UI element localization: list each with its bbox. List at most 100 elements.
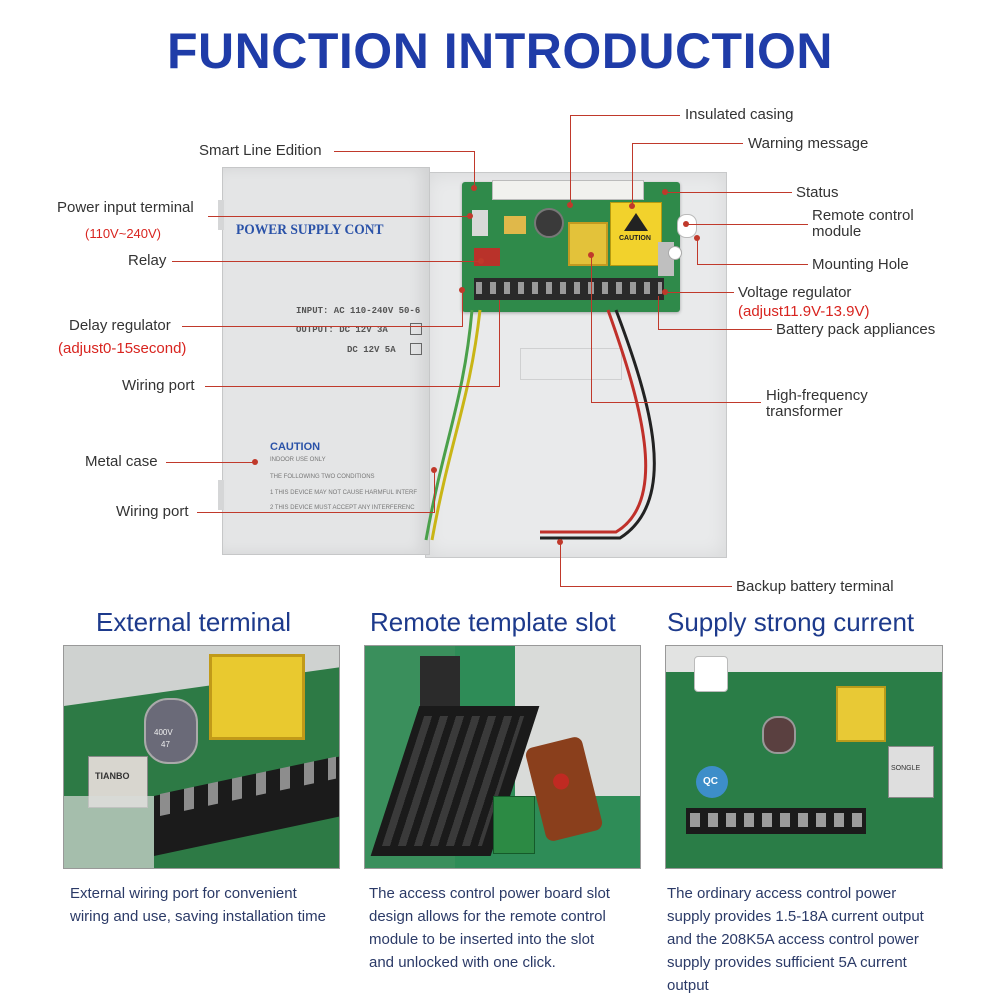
caution-title: CAUTION — [270, 441, 321, 453]
leader-dot — [252, 459, 258, 465]
small-transformer — [504, 216, 526, 234]
label-mounting-hole: Mounting Hole — [812, 256, 909, 273]
pcb-warning-text: CAUTION — [619, 235, 651, 242]
caution-line: 2 THIS DEVICE MUST ACCEPT ANY INTERFEREN… — [270, 505, 415, 511]
remote-button — [551, 771, 571, 792]
desc-line: wiring and use, saving installation time — [70, 908, 326, 925]
label-voltage-regulator-note: (adjust11.9V-13.9V) — [738, 303, 870, 320]
desc-line: design allows for the remote control — [369, 908, 606, 925]
label-status: Status — [796, 184, 839, 201]
leader-line — [570, 115, 571, 205]
photo-strong-current: QC SONGLE — [665, 645, 943, 869]
desc-line: supply provides sufficient 5A current — [667, 954, 907, 971]
hf-transformer — [568, 222, 608, 266]
capacitor: 400V 47 — [144, 698, 198, 764]
capacitor-text: 400V — [154, 728, 173, 737]
wire-yellow — [430, 309, 482, 541]
label-backup-battery: Backup battery terminal — [736, 578, 894, 595]
leader-dot — [567, 202, 573, 208]
desc-line: The access control power board slot — [369, 885, 610, 902]
label-relay: Relay — [128, 252, 167, 269]
desc-strong-current: The ordinary access control power supply… — [667, 882, 924, 997]
leader-line — [334, 151, 474, 152]
leader-line — [172, 261, 480, 262]
label-wiring-port-2: Wiring port — [116, 503, 189, 520]
input-spec: INPUT: AC 110-240V 50-6 — [296, 306, 421, 316]
capacitor — [762, 716, 796, 754]
leader-line — [560, 586, 732, 587]
leader-line — [658, 296, 659, 330]
label-remote-control-2: module — [812, 223, 862, 240]
relay-text: SONGLE — [891, 765, 921, 772]
power-input-block — [472, 210, 488, 236]
label-hf-transformer-2: transformer — [766, 403, 843, 420]
label-power-input-note: (110V~240V) — [85, 226, 162, 241]
photo-external-terminal: 400V 47 TIANBO — [63, 645, 340, 869]
leader-dot — [557, 539, 563, 545]
warning-label: CAUTION — [610, 202, 662, 266]
desc-line: supply provides 1.5-18A current output — [667, 908, 924, 925]
leader-line — [166, 462, 254, 463]
qc-text: QC — [703, 776, 718, 787]
desc-line: module to be inserted into the slot — [369, 931, 595, 948]
wire-red — [540, 309, 648, 534]
label-metal-case: Metal case — [85, 453, 158, 470]
leader-dot — [629, 203, 635, 209]
label-delay-regulator: Delay regulator — [69, 317, 171, 334]
leader-line — [658, 329, 772, 330]
label-delay-regulator-note: (adjust0-15second) — [58, 340, 187, 357]
capacitor — [534, 208, 564, 238]
output-spec-2: DC 12V 5A — [347, 345, 396, 355]
warning-triangle-icon — [624, 213, 648, 231]
capacitor-text: 47 — [161, 740, 170, 749]
leader-line — [697, 264, 808, 265]
relay — [474, 248, 500, 266]
qc-sticker: QC — [696, 766, 728, 798]
caution-line: 1 THIS DEVICE MAY NOT CAUSE HARMFUL INTE… — [270, 490, 418, 496]
receiver-module — [493, 796, 535, 854]
checkbox-3a — [410, 323, 422, 335]
label-hf-transformer-1: High-frequency — [766, 387, 868, 404]
photo-remote-slot — [364, 645, 641, 869]
leader-dot — [478, 258, 484, 264]
leader-line — [462, 290, 463, 327]
label-wiring-port-1: Wiring port — [122, 377, 195, 394]
leader-line — [197, 512, 434, 513]
leader-line — [205, 386, 499, 387]
leader-line — [499, 300, 500, 387]
panel-heading-strong-current: Supply strong current — [667, 607, 915, 637]
metal-case-lid — [222, 167, 430, 555]
mounting-tab — [694, 656, 728, 692]
transformer — [209, 654, 305, 740]
terminal-screws — [690, 813, 862, 827]
leader-line — [570, 115, 680, 116]
transformer — [836, 686, 886, 742]
leader-dot — [694, 235, 700, 241]
panel-heading-remote-slot: Remote template slot — [370, 607, 616, 637]
wire-green — [424, 309, 474, 541]
lid-hinge — [218, 200, 224, 230]
output-spec-1: OUTPUT: DC 12V 3A — [296, 325, 388, 335]
desc-line: and the 208K5A access control power — [667, 931, 919, 948]
relay: SONGLE — [888, 746, 934, 798]
leader-dot — [662, 289, 668, 295]
leader-dot — [662, 189, 668, 195]
leader-dot — [683, 221, 689, 227]
lid-hinge — [218, 480, 224, 510]
leader-line — [560, 542, 561, 587]
insulated-casing-strip — [492, 180, 644, 200]
leader-line — [474, 151, 475, 187]
leader-line — [632, 143, 633, 205]
mounting-hole — [668, 246, 682, 260]
leader-dot — [588, 252, 594, 258]
desc-remote-slot: The access control power board slot desi… — [369, 882, 610, 974]
caution-line: INDOOR USE ONLY — [270, 457, 326, 463]
desc-line: The ordinary access control power — [667, 885, 897, 902]
checkbox-5a — [410, 343, 422, 355]
wire-black — [540, 309, 656, 540]
label-smart-line: Smart Line Edition — [199, 142, 322, 159]
desc-line: External wiring port for convenient — [70, 885, 297, 902]
leader-line — [697, 238, 698, 265]
leader-line — [434, 470, 435, 513]
label-insulated-casing: Insulated casing — [685, 106, 794, 123]
